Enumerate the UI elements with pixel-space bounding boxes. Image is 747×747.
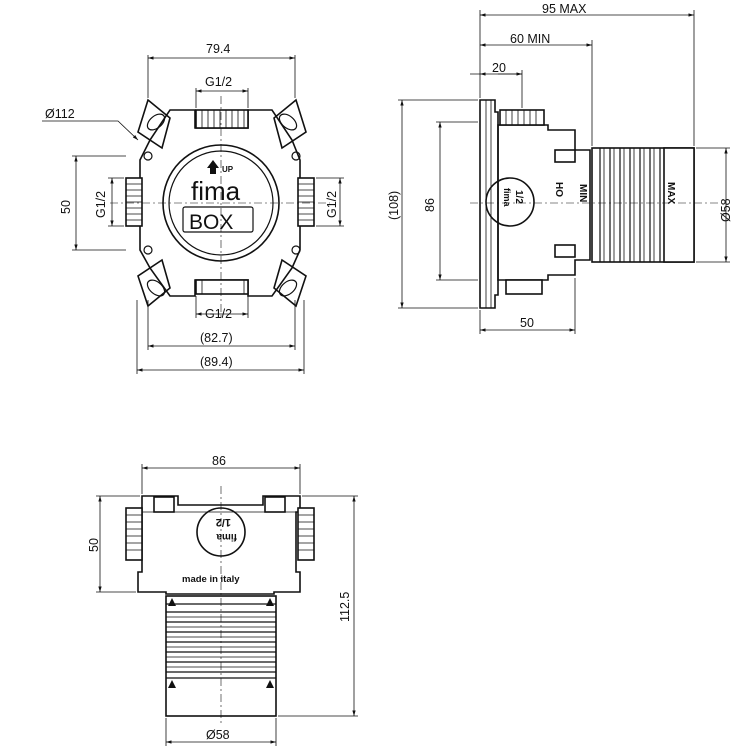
front-port-top bbox=[195, 109, 249, 129]
made-in-italy-text: made in italy bbox=[182, 574, 240, 585]
dim-front-thread-top: G1/2 bbox=[195, 75, 249, 108]
dim-side-20: 20 bbox=[470, 61, 523, 108]
top-port-left bbox=[125, 507, 143, 561]
thread-bottom-label: G1/2 bbox=[205, 307, 232, 321]
dim-top-86: 86 bbox=[141, 454, 301, 494]
top-view: fima 1/2 made in italy 86 50 bbox=[87, 454, 358, 746]
dim-20-label: 20 bbox=[492, 61, 506, 75]
side-top-nut bbox=[499, 109, 545, 126]
dim-side-58: Ø58 bbox=[696, 147, 733, 263]
logo-box-text: BOX bbox=[189, 211, 233, 234]
dim-50-label: 50 bbox=[59, 200, 73, 214]
front-port-right bbox=[297, 177, 315, 227]
side-label-size: 1/2 bbox=[513, 190, 524, 204]
top-label-size: 1/2 bbox=[216, 516, 231, 528]
dim-side-50: 50 bbox=[479, 278, 576, 334]
dim-side-108: (108) bbox=[387, 99, 478, 309]
dim-front-diameter: Ø112 bbox=[42, 107, 139, 141]
front-port-left bbox=[125, 177, 143, 227]
dim-60-min-label: 60 MIN bbox=[510, 32, 550, 46]
top-label-brand: fima bbox=[216, 531, 237, 542]
front-screw-hole bbox=[143, 151, 153, 161]
dim-108-label: (108) bbox=[387, 191, 401, 220]
front-screw-hole bbox=[143, 245, 153, 255]
dim-112-5-label: 112.5 bbox=[338, 592, 352, 622]
dim-front-thread-bottom: G1/2 bbox=[195, 296, 249, 321]
dim-82-7-label: (82.7) bbox=[200, 331, 233, 345]
side-valve-top bbox=[554, 149, 576, 163]
side-label-brand: fima bbox=[502, 188, 512, 208]
side-ribbed-extension: MAX bbox=[591, 147, 695, 263]
dim-top-112-5: 112.5 bbox=[278, 495, 358, 717]
dim-95-max-label: 95 MAX bbox=[542, 2, 587, 16]
dim-front-bottom-outer: (89.4) bbox=[136, 300, 305, 374]
thread-right-label: G1/2 bbox=[325, 191, 339, 218]
top-port-b bbox=[264, 496, 286, 513]
side-body bbox=[497, 124, 591, 281]
front-port-bottom bbox=[195, 279, 249, 295]
dim-79-4-label: 79.4 bbox=[206, 42, 230, 56]
diameter-112-label: Ø112 bbox=[45, 107, 75, 121]
front-ear-bottom-right bbox=[273, 258, 307, 308]
side-mark-min: MIN bbox=[577, 184, 588, 202]
dim-front-top-width: 79.4 bbox=[147, 42, 296, 98]
side-label-disc bbox=[485, 177, 535, 227]
fimabox-logo: UP fima BOX bbox=[182, 160, 254, 234]
dim-50-top-label: 50 bbox=[87, 538, 101, 552]
dim-86-top-label: 86 bbox=[212, 454, 226, 468]
dim-front-thread-left: G1/2 bbox=[94, 177, 124, 227]
dim-top-58: Ø58 bbox=[165, 718, 277, 746]
side-mark-ho: HO bbox=[553, 182, 564, 197]
front-screw-hole bbox=[291, 151, 301, 161]
side-marks-min: HO MIN bbox=[553, 182, 588, 202]
thread-left-label: G1/2 bbox=[94, 191, 108, 218]
front-ear-bottom-left bbox=[137, 258, 171, 308]
dim-top-50: 50 bbox=[87, 495, 140, 593]
dim-side-95-max: 95 MAX bbox=[479, 2, 695, 146]
side-mark-max: MAX bbox=[665, 182, 676, 205]
side-view: fima 1/2 HO MIN MAX 95 MAX 60 MIN bbox=[387, 2, 733, 334]
dim-50-side-label: 50 bbox=[520, 316, 534, 330]
top-port-right bbox=[297, 507, 315, 561]
side-valve-bottom bbox=[554, 244, 576, 258]
side-bottom-port bbox=[505, 279, 543, 295]
dim-front-bottom-inner: (82.7) bbox=[147, 300, 296, 350]
front-ear-top-left bbox=[137, 98, 171, 150]
dim-58-label: Ø58 bbox=[719, 198, 733, 222]
dim-front-thread-right: G1/2 bbox=[316, 177, 344, 227]
logo-box-frame bbox=[182, 206, 254, 233]
dim-front-height: 50 bbox=[59, 155, 126, 251]
front-screw-hole bbox=[291, 245, 301, 255]
logo-brand-text: fima bbox=[191, 176, 241, 206]
side-mounting-plate bbox=[479, 99, 499, 309]
top-body-outline bbox=[137, 495, 301, 595]
dim-58-top-label: Ø58 bbox=[206, 728, 230, 742]
dim-89-4-label: (89.4) bbox=[200, 355, 233, 369]
top-port-a bbox=[153, 496, 175, 513]
front-ear-top-right bbox=[273, 98, 307, 150]
up-arrow-icon bbox=[207, 160, 219, 174]
dim-86-label: 86 bbox=[423, 198, 437, 212]
front-view: UP fima BOX 79.4 G1/2 Ø112 50 bbox=[42, 42, 344, 374]
dim-side-86: 86 bbox=[423, 121, 478, 281]
thread-top-label: G1/2 bbox=[205, 75, 232, 89]
logo-up-text: UP bbox=[222, 165, 234, 174]
dim-side-60-min: 60 MIN bbox=[480, 32, 593, 146]
